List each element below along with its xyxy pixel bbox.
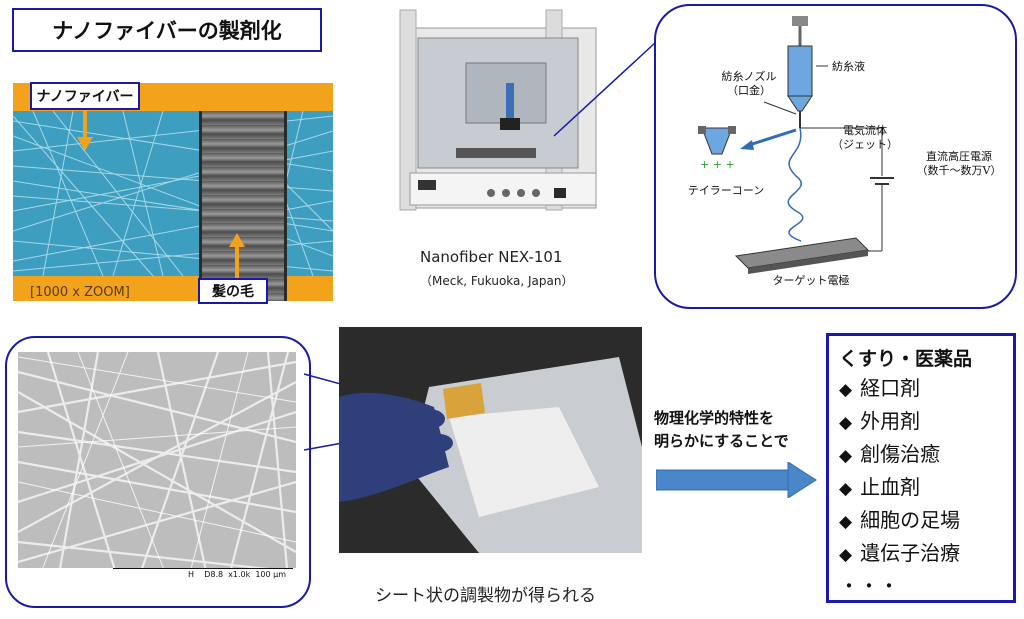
bullet-diamond-icon: ◆ (839, 479, 853, 499)
list-more: ・・・ (839, 574, 899, 598)
sem-scale-bar: H D8.8 x1.0k 100 μm (18, 568, 296, 582)
hair-strand (199, 111, 287, 301)
label-spinning-solution: 紡糸液 (832, 60, 865, 73)
arrow-down-icon (77, 111, 93, 151)
electrospinning-diagram: + + + 紡糸液 紡糸ノズル （口金） 電気流体 （ジェット） 直流高圧電源 … (654, 4, 1017, 309)
list-item: ◆止血剤 (839, 475, 921, 499)
right-arrow-icon (656, 462, 817, 498)
zoom-label: [1000 x ZOOM] (30, 285, 130, 300)
nanofiber-label: ナノファイバー (30, 82, 140, 110)
bullet-diamond-icon: ◆ (839, 380, 853, 400)
bullet-diamond-icon: ◆ (839, 413, 853, 433)
list-item: ◆遺伝子治療 (839, 541, 961, 565)
bullet-diamond-icon: ◆ (839, 545, 853, 565)
label-target-electrode: ターゲット電極 (772, 274, 850, 287)
arrow-up-icon (229, 233, 245, 278)
medicine-title: くすり・医薬品 (839, 348, 973, 370)
diagram-drawing: + + + (698, 16, 894, 274)
label-nozzle: 紡糸ノズル （口金） (721, 70, 777, 98)
list-item: ◆外用剤 (839, 409, 921, 433)
bullet-diamond-icon: ◆ (839, 512, 853, 532)
label-power-supply: 直流高圧電源 （数千～数万V） (916, 150, 1002, 178)
arrow-description: 物理化学的特性を 明らかにすることで (654, 409, 789, 450)
electrospinning-device-image (399, 9, 597, 211)
sem-nanofiber-closeup-image (18, 352, 296, 580)
list-item: ◆経口剤 (839, 376, 921, 400)
hair-label: 髪の毛 (198, 278, 268, 304)
medicine-list-box: くすり・医薬品 ◆経口剤 ◆外用剤 ◆創傷治癒 ◆止血剤 ◆細胞の足場 ◆遺伝子… (826, 333, 1016, 603)
svg-text:+ + +: + + + (700, 158, 735, 171)
device-caption: Nanofiber NEX-101 (420, 248, 563, 266)
page-title: ナノファイバーの製剤化 (12, 8, 322, 52)
label-jet: 電気流体 （ジェット） (832, 124, 898, 152)
list-item: ◆細胞の足場 (839, 508, 961, 532)
bullet-diamond-icon: ◆ (839, 446, 853, 466)
sheet-caption: シート状の調製物が得られる (375, 586, 596, 606)
sheet-photo-image (339, 327, 642, 553)
list-item: ◆創傷治癒 (839, 442, 941, 466)
sem-nanofiber-hair-image (13, 83, 333, 301)
callout-pointer (553, 41, 657, 137)
label-taylor-cone: テイラーコーン (687, 184, 765, 197)
sem-scale-text: H D8.8 x1.0k 100 μm (188, 570, 287, 579)
device-subcaption: （Meck, Fukuoka, Japan） (420, 274, 574, 288)
